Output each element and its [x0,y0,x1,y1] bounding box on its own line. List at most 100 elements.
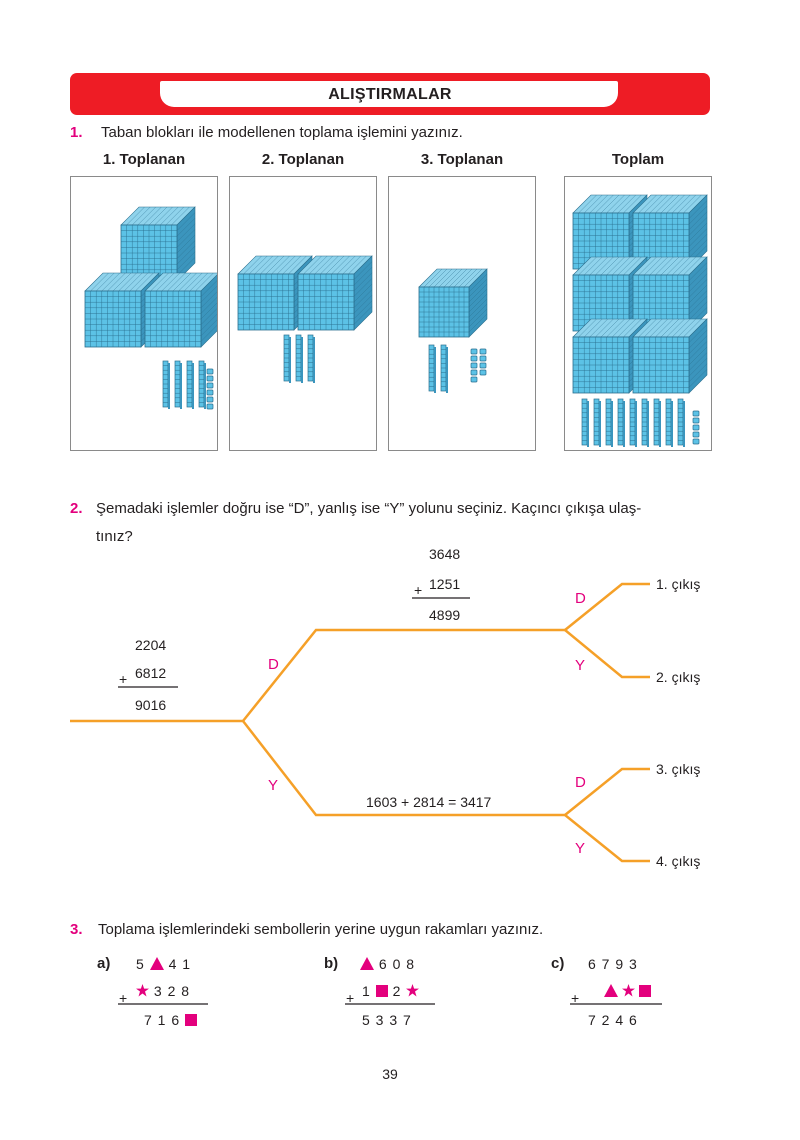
q1-text: Taban blokları ile modellenen toplama iş… [101,124,463,141]
ones-cube [206,396,214,403]
ones-cube [692,438,700,445]
tens-rod [186,360,194,409]
label-d-first: D [268,656,279,673]
exit-3: 3. çıkış [656,761,701,777]
q3a-second: 3 2 8 [136,983,190,999]
q3c-second [604,983,651,999]
q3c-underline [570,1003,662,1005]
square-icon [185,1014,198,1026]
path-exit-2 [564,629,650,679]
q1-number: 1. [70,124,83,141]
q3a-second-digits: 3 2 8 [153,983,191,999]
tens-rod [677,398,685,447]
header-banner: ALIŞTIRMALAR [70,73,710,115]
q3c-label: c) [551,955,565,972]
ones-cube [479,362,487,369]
q3c-top: 6 7 9 3 [588,956,638,972]
tens-rod [295,334,303,383]
col-head-3: 3. Toplanan [420,151,504,168]
op1-addend-1: 2204 [135,637,167,653]
tens-rod [629,398,637,447]
op1-sum: 9016 [135,697,167,713]
tens-rod [307,334,315,383]
ones-cube [470,369,478,376]
q3a-top: 5 4 1 [136,956,191,972]
star-icon [136,984,149,997]
ones-cube [206,389,214,396]
ones-cube [692,424,700,431]
op2-addend-1: 3648 [429,546,461,562]
path-exit-3 [564,767,650,816]
page-title: ALIŞTIRMALAR [328,86,452,103]
base-blocks-model-4 [572,194,708,447]
label-d-upper: D [575,590,586,607]
q3b-second-digit-2: 2 [392,983,402,999]
tens-rod [617,398,625,447]
base-blocks-model-1 [84,206,220,410]
label-y-first: Y [268,777,279,794]
q3c-plus: + [571,990,580,1006]
hundreds-block [297,255,373,331]
ones-cube [470,362,478,369]
path-exit-4 [564,814,650,863]
tens-rod [198,360,206,409]
block-box-1 [70,176,220,451]
square-icon [638,985,651,997]
triangle-icon [604,984,618,997]
header-title-plate [160,81,618,107]
q3b-sum: 5 3 3 7 [362,1012,412,1028]
ones-cube [206,375,214,382]
square-icon [375,985,388,997]
ones-cube [692,410,700,417]
path-exit-1 [564,582,650,631]
tens-rod [605,398,613,447]
ones-cube [692,431,700,438]
exit-2: 2. çıkış [656,669,701,685]
ones-cube [206,403,214,410]
label-d-lower: D [575,774,586,791]
path-lower [242,720,565,817]
tens-rod [428,344,436,393]
q3a-top-digit: 5 [136,956,145,972]
q3b-underline [345,1003,435,1005]
col-head-2: 2. Toplanan [261,151,345,168]
q3b-label: b) [324,955,339,972]
op2-plus: + [414,582,423,598]
hundreds-block [418,268,488,338]
hundreds-block [144,272,220,348]
q3a-top-digits: 4 1 [168,956,192,972]
q3a-underline [118,1003,208,1005]
triangle-icon [149,957,164,970]
star-icon [621,984,635,997]
col-head-1: 1. Toplanan [102,151,186,168]
ones-cube [479,355,487,362]
q3b-second: 1 2 [362,983,420,999]
op2-addend-2: 1251 [429,576,461,592]
ones-cube [479,369,487,376]
tens-rod [665,398,673,447]
base-blocks-model-3 [418,268,488,393]
block-box-2 [229,176,377,451]
page-number: 39 [382,1066,398,1082]
star-icon [406,984,420,997]
block-box-4 [564,176,712,451]
base-blocks-model-2 [237,255,373,383]
col-head-4: Toplam [611,151,665,168]
tens-rod [283,334,291,383]
path-upper [242,628,565,722]
tens-rod [641,398,649,447]
label-y-lower: Y [575,840,586,857]
hundreds-block [120,206,196,282]
q3a-plus: + [119,990,128,1006]
q3b-top: 6 0 8 [360,956,415,972]
ones-cube [470,376,478,383]
q3-text: Toplama işlemlerindeki sembollerin yerin… [98,921,544,938]
tens-rod [162,360,170,409]
tens-rod [440,344,448,393]
q3a-sum: 7 1 6 [144,1012,198,1028]
q3a-sum-digits: 7 1 6 [144,1012,181,1028]
op1-addend-2: 6812 [135,665,167,681]
ones-cube [470,348,478,355]
exit-4: 4. çıkış [656,853,701,869]
